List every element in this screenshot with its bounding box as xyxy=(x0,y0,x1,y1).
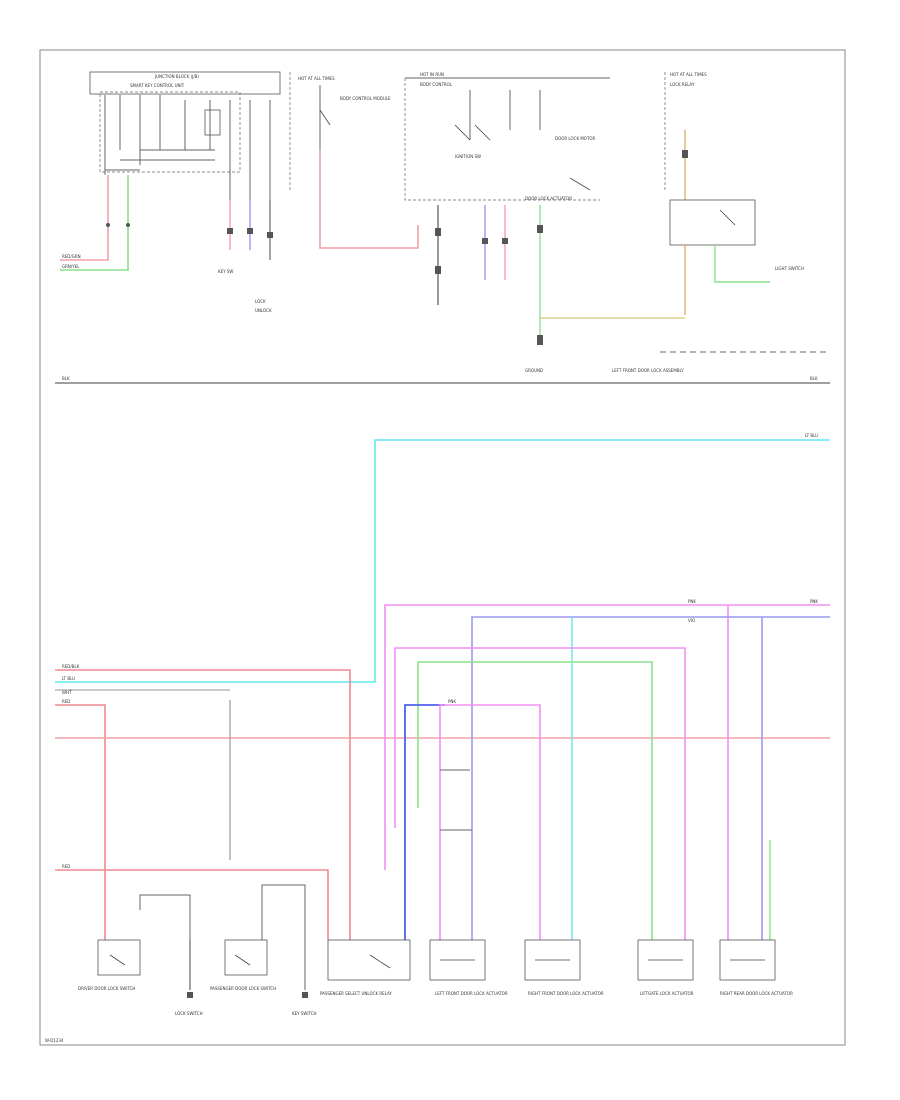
pink-bus-label-right: PNK xyxy=(810,599,818,604)
left-label-3: UNLOCK xyxy=(255,308,272,313)
component-label-1: DRIVER DOOR LOCK SWITCH xyxy=(78,986,135,991)
cyan-bus: LT BLU xyxy=(55,433,830,683)
left-feed-label-2: LT BLU xyxy=(62,676,75,681)
key-switch: KEY SWITCH xyxy=(292,992,317,1016)
component-label-9: RIGHT REAR DOOR LOCK ACTUATOR xyxy=(720,991,793,996)
ground-bus-label-right: BLK xyxy=(810,376,818,381)
blue-relay-wire xyxy=(404,704,445,940)
left-signal-wires: KEY SW LOCK UNLOCK xyxy=(218,200,273,313)
left-label-2: LOCK xyxy=(255,299,266,304)
passenger-door-lock-switch: PASSENGER DOOR LOCK SWITCH xyxy=(210,884,306,991)
cyan-bus-label: LT BLU xyxy=(805,433,818,438)
lock-switch: LOCK SWITCH xyxy=(139,894,203,1016)
right-module: HOT AT ALL TIMES LOCK RELAY LIGHT SWITCH… xyxy=(540,72,830,373)
component-label-8: LIFTGATE LOCK ACTUATOR xyxy=(640,991,694,996)
ground-label: GROUND xyxy=(525,368,543,373)
center-module-subtitle: BODY CONTROL xyxy=(420,82,453,87)
middle-left-sensor: BODY CONTROL MODULE xyxy=(340,96,391,101)
center-module-title: HOT IN RUN xyxy=(420,72,444,77)
right-module-subtitle: LOCK RELAY xyxy=(670,82,695,87)
left-feed-label-4: RED xyxy=(62,699,70,704)
center-module: HOT IN RUN BODY CONTROL IGNITION SW DOOR… xyxy=(404,72,610,345)
green-loop xyxy=(417,661,653,940)
center-label-1: IGNITION SW xyxy=(455,154,481,159)
component-label-2: LOCK SWITCH xyxy=(175,1011,203,1016)
center-label-2: DOOR LOCK MOTOR xyxy=(555,136,596,141)
left-feed-label-1: RED/BLK xyxy=(62,664,80,669)
magenta-loop xyxy=(394,647,686,940)
diagram-frame xyxy=(39,49,846,1046)
left-label-1: KEY SW xyxy=(218,269,233,274)
driver-door-lock-switch: DRIVER DOOR LOCK SWITCH xyxy=(78,939,141,991)
red-label-2: RED xyxy=(62,864,70,869)
left-front-door-lock-actuator: LEFT FRONT DOOR LOCK ACTUATOR xyxy=(429,939,508,996)
pink-bus-label-left: PNK xyxy=(688,599,696,604)
right-label-1: LIGHT SWITCH xyxy=(775,266,804,271)
component-label-4: KEY SWITCH xyxy=(292,1011,317,1016)
left-feed-label-3: WHT xyxy=(62,690,72,695)
middle-left-title: HOT AT ALL TIMES xyxy=(298,76,335,81)
left-module-title: JUNCTION BLOCK (J/B) xyxy=(154,74,199,79)
component-label-5: PASSENGER SELECT UNLOCK RELAY xyxy=(320,991,392,996)
component-label-6: LEFT FRONT DOOR LOCK ACTUATOR xyxy=(435,991,508,996)
left-module: JUNCTION BLOCK (J/B) SMART KEY CONTROL U… xyxy=(89,71,281,200)
right-module-title: HOT AT ALL TIMES xyxy=(670,72,707,77)
passenger-select-unlock-relay: PASSENGER SELECT UNLOCK RELAY xyxy=(320,939,411,996)
right-label-2: LEFT FRONT DOOR LOCK ASSEMBLY xyxy=(612,368,684,373)
right-rear-door-lock-actuator: RIGHT REAR DOOR LOCK ACTUATOR xyxy=(719,939,793,996)
left-front-wires: PNK xyxy=(439,699,541,940)
footer-code: W-D1234 xyxy=(45,1038,64,1043)
pink-label-2: PNK xyxy=(448,699,456,704)
liftgate-lock-actuator: LIFTGATE LOCK ACTUATOR xyxy=(637,939,694,996)
ground-bus: BLK BLK xyxy=(55,376,830,384)
center-label-3: DOOR LOCK ACTUATOR xyxy=(525,196,572,201)
violet-bus-label: VIO xyxy=(688,618,695,623)
right-front-door-lock-actuator: RIGHT FRONT DOOR LOCK ACTUATOR xyxy=(524,939,604,996)
ground-bus-label-left: BLK xyxy=(62,376,70,381)
left-feeds: RED/BLK LT BLU WHT RED xyxy=(55,664,351,940)
wire-label-b: GRN/YEL xyxy=(62,264,80,269)
component-label-7: RIGHT FRONT DOOR LOCK ACTUATOR xyxy=(528,991,604,996)
middle-left-switch: HOT AT ALL TIMES BODY CONTROL MODULE xyxy=(289,72,419,249)
red-bottom-wire xyxy=(55,869,329,940)
violet-bus: VIO xyxy=(471,616,830,940)
wire-label-a: RED/GRN xyxy=(62,254,81,259)
pink-bus: PNK PNK xyxy=(384,599,830,940)
component-label-3: PASSENGER DOOR LOCK SWITCH xyxy=(210,986,276,991)
left-feed-wires: RED/GRN GRN/YEL xyxy=(60,175,130,271)
left-module-subtitle: SMART KEY CONTROL UNIT xyxy=(130,83,185,88)
